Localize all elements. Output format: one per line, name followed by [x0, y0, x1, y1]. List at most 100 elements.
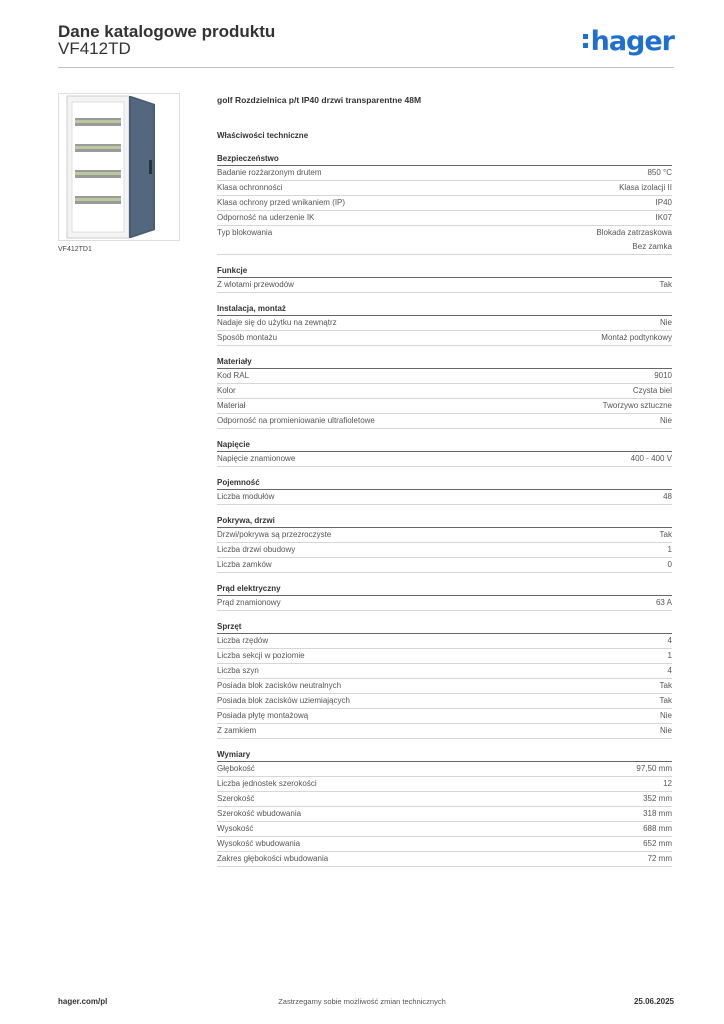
spec-row: Klasa ochronności Klasa izolacji II: [217, 181, 672, 196]
spec-label: Badanie rozżarzonym drutem: [217, 168, 322, 177]
spec-label: Wysokość wbudowania: [217, 839, 301, 848]
spec-label: Prąd znamionowy: [217, 598, 281, 607]
spec-label: Sposób montażu: [217, 333, 278, 342]
section-title: Instalacja, montaż: [217, 302, 672, 316]
spec-value: Tak: [659, 530, 672, 539]
spec-row: Wysokość wbudowania 652 mm: [217, 837, 672, 852]
spec-value: Tworzywo sztuczne: [602, 401, 672, 410]
spec-label: Liczba szyn: [217, 666, 259, 675]
spec-label: Liczba zamków: [217, 560, 272, 569]
spec-label: Zakres głębokości wbudowania: [217, 854, 329, 863]
spec-label: Materiał: [217, 401, 246, 410]
spec-value: Czysta biel: [632, 386, 672, 395]
footer-notice: Zastrzegamy sobie możliwość zmian techni…: [278, 997, 446, 1006]
spec-label: Klasa ochronności: [217, 183, 283, 192]
footer-website-link[interactable]: hager.com/pl: [58, 997, 108, 1006]
spec-value: 652 mm: [643, 839, 672, 848]
section-title: Pokrywa, drzwi: [217, 514, 672, 528]
spec-value: 688 mm: [643, 824, 672, 833]
spec-value: 400 - 400 V: [630, 454, 672, 463]
spec-row: Posiada płytę montażową Nie: [217, 709, 672, 724]
spec-row: Głębokość 97,50 mm: [217, 762, 672, 777]
product-image: [58, 93, 180, 241]
spec-value: 318 mm: [643, 809, 672, 818]
spec-label: Z wlotami przewodów: [217, 280, 294, 289]
spec-label: Posiada blok zacisków uziemiających: [217, 696, 350, 705]
spec-label: Liczba jednostek szerokości: [217, 779, 317, 788]
spec-value: 1: [667, 651, 672, 660]
spec-label: Wysokość: [217, 824, 254, 833]
section-title: Napięcie: [217, 438, 672, 452]
spec-value: 4: [667, 666, 672, 675]
spec-label: Klasa ochrony przed wnikaniem (IP): [217, 198, 346, 207]
spec-value: Nie: [659, 711, 672, 720]
spec-row: Drzwi/pokrywa są przezroczyste Tak: [217, 528, 672, 543]
spec-row: Wysokość 688 mm: [217, 822, 672, 837]
spec-value: Klasa izolacji II: [619, 183, 672, 192]
spec-label: Posiada płytę montażową: [217, 711, 309, 720]
spec-label: Liczba modułów: [217, 492, 275, 501]
section-title: Pojemność: [217, 476, 672, 490]
spec-row: Liczba szyn 4: [217, 664, 672, 679]
section-title: Prąd elektryczny: [217, 582, 672, 596]
spec-label: Liczba drzwi obudowy: [217, 545, 296, 554]
spec-value: 97,50 mm: [636, 764, 672, 773]
document-title: Dane katalogowe produktu: [58, 22, 276, 41]
enclosure-image: [66, 95, 155, 239]
spec-label: Nadaje się do użytku na zewnątrz: [217, 318, 337, 327]
section-title: Wymiary: [217, 748, 672, 762]
spec-row: Badanie rozżarzonym drutem 850 °C: [217, 166, 672, 181]
spec-label: Głębokość: [217, 764, 255, 773]
spec-row: Kolor Czysta biel: [217, 384, 672, 399]
section-title: Sprzęt: [217, 620, 672, 634]
hager-logo: hager: [582, 26, 675, 57]
spec-label: Kolor: [217, 386, 236, 395]
spec-label: Szerokość: [217, 794, 255, 803]
spec-label: Odporność na promieniowanie ultrafioleto…: [217, 416, 375, 425]
spec-label: Posiada blok zacisków neutralnych: [217, 681, 342, 690]
spec-value: IK07: [655, 213, 672, 222]
spec-row: Klasa ochrony przed wnikaniem (IP)IP40: [217, 196, 672, 211]
spec-row: Posiada blok zacisków uziemiających Tak: [217, 694, 672, 709]
product-code: VF412TD: [58, 39, 131, 58]
spec-row: Szerokość wbudowania 318 mm: [217, 807, 672, 822]
spec-label: Z zamkiem: [217, 726, 257, 735]
image-caption: VF412TD1: [58, 246, 92, 253]
logo-text: hager: [590, 26, 675, 57]
spec-value: 9010: [654, 371, 672, 380]
spec-value: 850 °C: [647, 168, 672, 177]
spec-value: 0: [667, 560, 672, 569]
spec-value: 4: [667, 636, 672, 645]
properties-title: Właściwości techniczne: [217, 131, 309, 140]
spec-value: 72 mm: [647, 854, 672, 863]
header-divider: [58, 67, 674, 68]
spec-value: Nie: [659, 416, 672, 425]
spec-label: Szerokość wbudowania: [217, 809, 302, 818]
section-title: Bezpieczeństwo: [217, 152, 672, 166]
spec-value: Tak: [659, 696, 672, 705]
logo-dots-icon: [582, 33, 589, 49]
section-title: Funkcje: [217, 264, 672, 278]
product-description: golf Rozdzielnica p/t IP40 drzwi transpa…: [217, 95, 422, 105]
spec-label: Drzwi/pokrywa są przezroczyste: [217, 530, 332, 539]
